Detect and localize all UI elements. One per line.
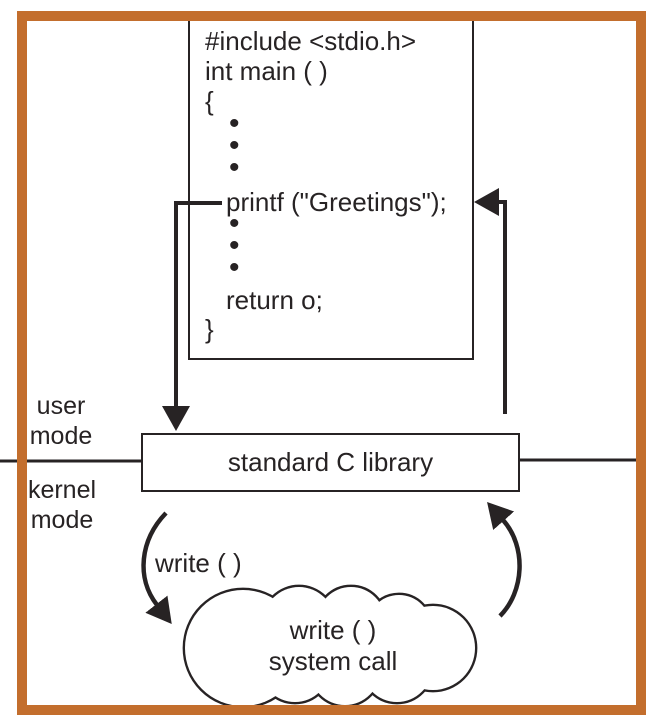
code-ellipsis-dot: • bbox=[229, 251, 240, 284]
syscall-cloud-label: write ( ) system call bbox=[233, 615, 433, 677]
code-ellipsis-dot: • bbox=[229, 229, 240, 262]
write-call-label: write ( ) bbox=[155, 548, 242, 578]
syscall-cloud-label-line1: write ( ) bbox=[289, 615, 377, 645]
code-ellipsis-dot: • bbox=[229, 207, 240, 240]
user-mode-label: user mode bbox=[29, 392, 93, 450]
write-call-arrow bbox=[141, 511, 172, 624]
program-code-box bbox=[188, 12, 474, 360]
code-ellipsis-dot: • bbox=[229, 129, 240, 162]
code-line-open-brace: { bbox=[205, 86, 214, 116]
code-ellipsis-dot: • bbox=[229, 151, 240, 184]
code-line-main: int main ( ) bbox=[205, 56, 328, 86]
standard-c-library-box: standard C library bbox=[141, 433, 520, 492]
kernel-mode-label: kernel mode bbox=[27, 476, 97, 534]
code-line-include: #include <stdio.h> bbox=[205, 26, 417, 56]
code-line-printf: printf ("Greetings"); bbox=[226, 187, 447, 217]
syscall-cloud bbox=[182, 584, 478, 709]
library-to-printf-return-arrow bbox=[474, 188, 507, 414]
syscall-return-arrow bbox=[487, 502, 522, 618]
printf-to-library-arrow bbox=[162, 201, 222, 431]
syscall-cloud-label-line2: system call bbox=[268, 646, 398, 676]
code-line-close-brace: } bbox=[205, 314, 214, 344]
code-line-return: return o; bbox=[226, 285, 323, 315]
code-ellipsis-dot: • bbox=[229, 107, 240, 140]
